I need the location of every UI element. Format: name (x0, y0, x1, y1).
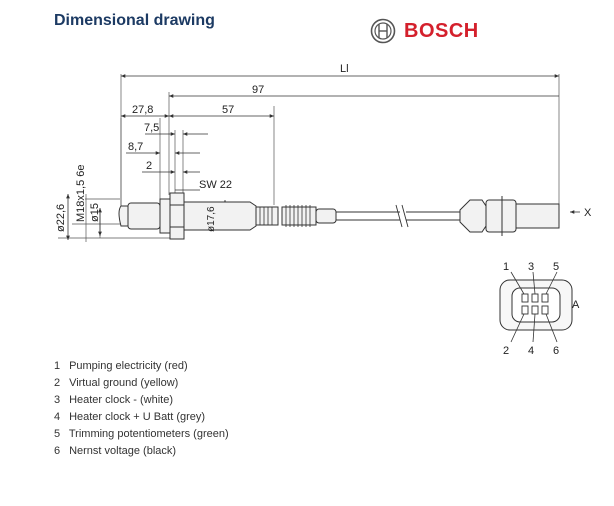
dim-li-label: Ll (340, 63, 349, 75)
connector-rear (459, 199, 487, 233)
legend-number: 6 (54, 445, 61, 457)
legend-item: 1 Pumping electricity (red) (54, 358, 229, 375)
pin-legend: 1 Pumping electricity (red) 2 Virtual gr… (54, 358, 229, 460)
cable (336, 204, 460, 228)
brand-name: BOSCH (404, 19, 479, 42)
dim-8-7-label: 8,7 (128, 141, 143, 153)
pin-3-contact (531, 293, 539, 303)
pin-6-contact (541, 305, 549, 315)
sensor-body (118, 192, 337, 240)
legend-number: 2 (54, 377, 61, 389)
pin-2-contact (521, 305, 529, 315)
dim-97-label: 97 (252, 84, 264, 96)
pin-label-4: 4 (528, 345, 534, 357)
legend-text: Pumping electricity (red) (69, 360, 188, 372)
legend-number: 4 (54, 411, 61, 423)
break-mark (395, 204, 403, 228)
legend-text: Trimming potentiometers (green) (68, 428, 229, 440)
legend-item: 3 Heater clock - (white) (54, 392, 229, 409)
legend-text: Virtual ground (yellow) (69, 377, 179, 389)
dim-7-5-label: 7,5 (144, 122, 159, 134)
connector (459, 196, 560, 236)
dim-15-label: ø15 (89, 203, 101, 222)
dim-27-8-label: 27,8 (132, 104, 153, 116)
connector-body (485, 199, 517, 233)
protection-tube (127, 202, 161, 230)
x-label: X (584, 207, 592, 219)
bosch-logo: BOSCH (370, 18, 479, 44)
bosch-armature-icon (370, 18, 396, 44)
legend-text: Heater clock - (white) (69, 394, 173, 406)
pin-label-5: 5 (553, 261, 559, 273)
pin-5-contact (541, 293, 549, 303)
view-a-label: A (572, 299, 580, 311)
pin-1-contact (521, 293, 529, 303)
pin-label-6: 6 (553, 345, 559, 357)
legend-number: 5 (54, 428, 61, 440)
legend-text: Nernst voltage (black) (69, 445, 177, 457)
pin-4-contact (531, 305, 539, 315)
crimp-section (255, 206, 279, 226)
upper-housing (183, 201, 257, 231)
legend-item: 5 Trimming potentiometers (green) (54, 426, 229, 443)
sw22-label: SW 22 (199, 179, 232, 191)
dim-17-6-label: ø17,6 (206, 206, 217, 232)
hex-nut (169, 192, 185, 240)
dimension-lines (66, 74, 580, 240)
thread-section (159, 198, 171, 234)
pin-label-2: 2 (503, 345, 509, 357)
dim-57-label: 57 (222, 104, 234, 116)
grommet-ribs (259, 205, 311, 227)
legend-number: 1 (54, 360, 61, 372)
legend-number: 3 (54, 394, 61, 406)
thread-label: M18x1,5 6e (75, 165, 87, 222)
dim-22-6-label: ø22,6 (55, 204, 67, 232)
dim-2-label: 2 (146, 160, 152, 172)
page-title: Dimensional drawing (54, 12, 215, 29)
grommet (281, 206, 317, 226)
legend-item: 4 Heater clock + U Batt (grey) (54, 409, 229, 426)
pin-label-1: 1 (503, 261, 509, 273)
connector-front (515, 203, 560, 229)
sensor-tip (118, 205, 129, 227)
pin-label-3: 3 (528, 261, 534, 273)
legend-item: 6 Nernst voltage (black) (54, 443, 229, 460)
legend-item: 2 Virtual ground (yellow) (54, 375, 229, 392)
cable-seal (315, 208, 337, 224)
connector-face-view (499, 271, 573, 343)
legend-text: Heater clock + U Batt (grey) (69, 411, 206, 423)
